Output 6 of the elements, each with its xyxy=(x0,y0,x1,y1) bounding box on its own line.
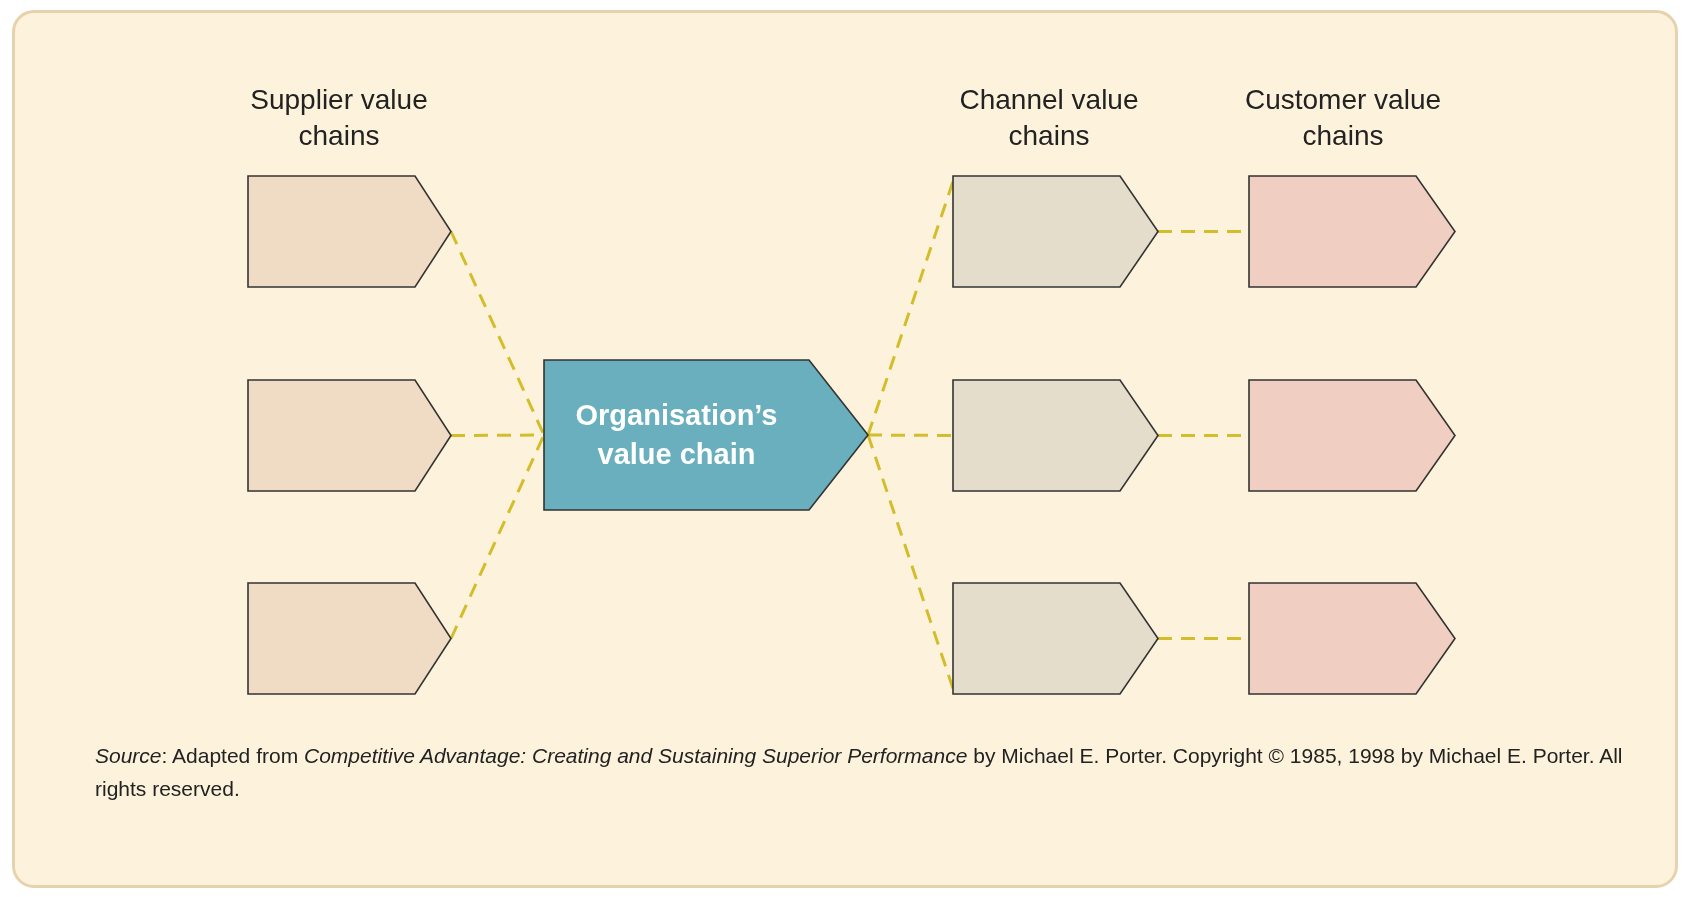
column-heading: Supplier value chains xyxy=(249,83,429,154)
node-label: Organisation’s value chain xyxy=(574,397,779,472)
connector-line xyxy=(868,433,953,437)
source-caption: Source: Adapted from Competitive Advantage: Creating and Sustaining Superior Performance by Michael E. Porter. Copyright © 1985, 1998 by Michael E. Porter. All rights reserved. xyxy=(95,743,1624,802)
column-heading: Channel value chains xyxy=(958,83,1140,154)
column-heading: Customer value chains xyxy=(1243,83,1443,154)
